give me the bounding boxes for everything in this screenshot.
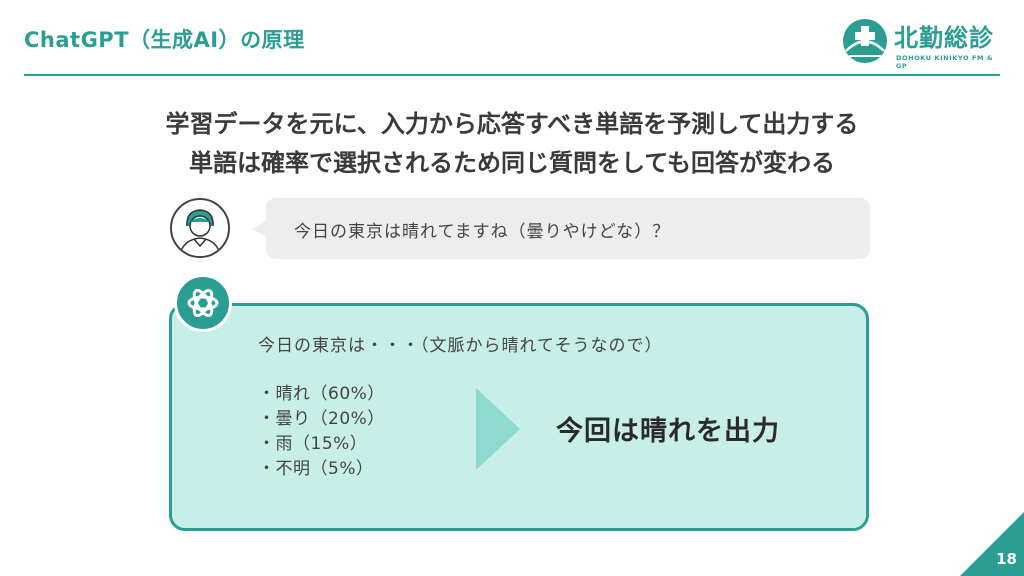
page-corner-decoration xyxy=(960,512,1024,576)
context-text: 今日の東京は・・・（文脈から晴れてそうなので） xyxy=(258,336,663,356)
logo: 北勤総診 DOHOKU KINIKYO FM & GP xyxy=(842,16,1007,70)
logo-subtitle: DOHOKU KINIKYO FM & GP xyxy=(896,54,994,70)
logo-cross-icon xyxy=(843,19,887,63)
list-item: ・晴れ（60%） xyxy=(258,384,385,404)
headline-line-1: 学習データを元に、入力から応答すべき単語を予測して出力する xyxy=(165,110,859,138)
list-item: ・雨（15%） xyxy=(258,434,368,454)
page-title: ChatGPT（生成AI）の原理 xyxy=(24,28,305,52)
chatgpt-icon xyxy=(174,274,232,332)
user-message-text: 今日の東京は晴れてますね（曇りやけどな）？ xyxy=(294,222,671,242)
user-message-bubble: 今日の東京は晴れてますね（曇りやけどな）？ xyxy=(252,198,870,259)
answer-panel xyxy=(169,303,869,531)
list-item: ・曇り（20%） xyxy=(258,409,385,429)
arrow-right-icon xyxy=(476,388,520,470)
headline-line-2: 単語は確率で選択されるため同じ質問をしても回答が変わる xyxy=(188,149,836,177)
result-text: 今回は晴れを出力 xyxy=(556,416,780,447)
header-divider xyxy=(24,74,1000,76)
user-avatar-icon xyxy=(170,198,230,258)
logo-name: 北勤総診 xyxy=(894,24,994,52)
candidate-list: ・晴れ（60%） ・曇り（20%） ・雨（15%） ・不明（5%） xyxy=(258,382,385,482)
page-number: 18 xyxy=(996,550,1017,568)
list-item: ・不明（5%） xyxy=(258,459,374,479)
